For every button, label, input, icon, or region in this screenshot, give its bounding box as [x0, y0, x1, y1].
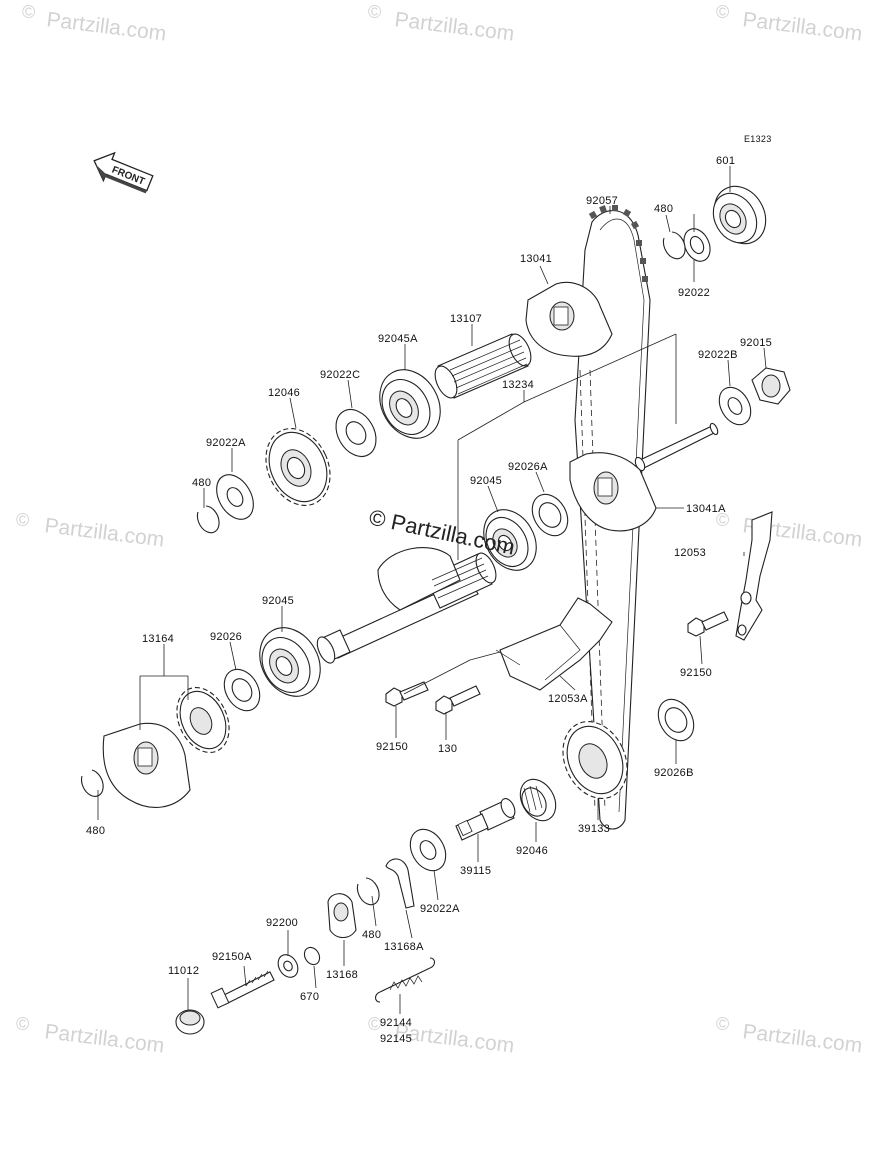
bolt-92150-right	[687, 611, 729, 637]
label-92022a-low: 92022A	[420, 903, 460, 915]
part-labels: 601 92057 480 92022 13041 13107 92045A 9…	[86, 155, 772, 1045]
diagram-code: E1323	[744, 134, 772, 144]
svg-text:©: ©	[368, 2, 381, 22]
splined-sleeve-13107	[434, 333, 532, 399]
label-130: 130	[438, 743, 457, 755]
label-12046: 12046	[268, 387, 300, 399]
label-480-top: 480	[654, 203, 673, 215]
watermark-top-right: © Partzilla.com	[716, 2, 864, 46]
nut-92015	[751, 367, 791, 405]
bolt-130	[435, 685, 481, 715]
bearing-92045-mid	[483, 509, 537, 571]
sprocket-13164	[102, 687, 230, 808]
label-92026: 92026	[210, 631, 242, 643]
bolt-92150-mid	[385, 681, 429, 707]
front-arrow-icon: FRONT	[93, 151, 154, 194]
label-480-bottomleft: 480	[86, 825, 105, 837]
label-13168: 13168	[326, 969, 358, 981]
label-92150-right: 92150	[680, 667, 712, 679]
tensioner-13041a	[569, 452, 657, 532]
label-11012: 11012	[168, 965, 199, 977]
label-670: 670	[300, 991, 319, 1003]
watermark-top-left: © Partzilla.com	[22, 2, 168, 46]
cap-11012	[175, 1009, 205, 1035]
label-92015: 92015	[740, 337, 772, 349]
svg-text:©: ©	[368, 1014, 381, 1034]
circlip-480-top	[662, 231, 686, 260]
tensioner-shaft	[634, 422, 719, 472]
label-39133: 39133	[578, 823, 610, 835]
label-92057: 92057	[586, 195, 618, 207]
label-92045a: 92045A	[378, 333, 418, 345]
label-92150-mid: 92150	[376, 741, 408, 753]
leader-lines	[97, 166, 767, 1014]
label-13164: 13164	[142, 633, 174, 645]
label-92150a: 92150A	[212, 951, 252, 963]
needle-bearing-92046	[519, 778, 557, 822]
label-92145: 92145	[380, 1033, 412, 1045]
svg-text:©: ©	[16, 510, 29, 530]
label-92046: 92046	[516, 845, 548, 857]
circlip-480-bottomleft	[81, 769, 104, 797]
label-92026b: 92026B	[654, 767, 694, 779]
label-92022a-left: 92022A	[206, 437, 246, 449]
label-92144: 92144	[380, 1017, 412, 1029]
bearing-601	[712, 185, 767, 245]
watermark-mid-left: © Partzilla.com	[16, 510, 166, 552]
bearing-92045a	[379, 369, 441, 439]
svg-text:Partzilla.com: Partzilla.com	[43, 514, 165, 551]
label-13041: 13041	[520, 253, 552, 265]
bearing-92045-low	[259, 627, 321, 697]
main-shaft-13234	[316, 547, 497, 664]
label-92045-mid: 92045	[470, 475, 502, 487]
svg-text:Partzilla.com: Partzilla.com	[45, 8, 167, 45]
watermark-bottom-right: © Partzilla.com	[716, 1014, 864, 1058]
lever-12053	[735, 511, 773, 641]
svg-text:Partzilla.com: Partzilla.com	[741, 8, 863, 45]
watermark-bottom-left: © Partzilla.com	[16, 1014, 166, 1058]
label-92026a: 92026A	[508, 461, 548, 473]
svg-text:Partzilla.com: Partzilla.com	[393, 8, 515, 45]
sprocket-12046	[265, 428, 331, 506]
sprocket-39133	[562, 721, 628, 799]
label-92045-low: 92045	[262, 595, 294, 607]
bracket-12053a	[495, 597, 613, 691]
label-13107: 13107	[450, 313, 482, 325]
svg-text:©: ©	[16, 1014, 29, 1034]
label-92022: 92022	[678, 287, 710, 299]
label-480-low: 480	[362, 929, 381, 941]
svg-text:©: ©	[22, 2, 35, 22]
o-ring-670	[303, 946, 321, 966]
watermark-mid-right: © Partzilla.com	[716, 510, 864, 552]
label-13168a: 13168A	[384, 941, 424, 953]
label-12053a: 12053A	[548, 693, 588, 705]
label-92022c: 92022C	[320, 369, 360, 381]
svg-text:Partzilla.com: Partzilla.com	[43, 1020, 165, 1057]
svg-text:©: ©	[716, 2, 729, 22]
svg-text:©: ©	[716, 510, 729, 530]
circlip-480-low	[356, 877, 380, 906]
label-92022b: 92022B	[698, 349, 738, 361]
svg-text:Partzilla.com: Partzilla.com	[741, 1020, 863, 1057]
svg-text:©: ©	[716, 1014, 729, 1034]
cam-13168	[327, 893, 357, 939]
spring-92144	[374, 957, 436, 1003]
tensioner-13041	[525, 282, 613, 357]
label-13234: 13234	[502, 379, 534, 391]
label-39115: 39115	[460, 865, 491, 877]
circlip-480-left	[196, 505, 220, 534]
label-601: 601	[716, 155, 735, 167]
bolt-92150a	[210, 970, 275, 1009]
spring-arm-13168a	[385, 858, 415, 909]
label-13041a: 13041A	[686, 503, 726, 515]
label-92200: 92200	[266, 917, 298, 929]
shaft-39115	[455, 798, 516, 841]
watermark-top-center: © Partzilla.com	[368, 2, 516, 46]
label-480-left: 480	[192, 477, 211, 489]
label-12053: 12053	[674, 547, 706, 559]
